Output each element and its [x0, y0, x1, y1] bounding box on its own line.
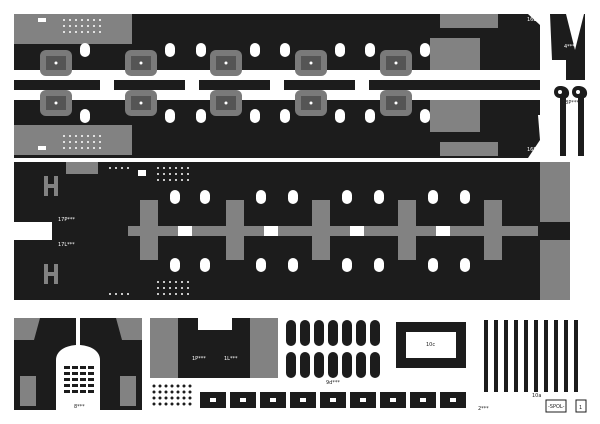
label-1l: 1L*** [62, 356, 76, 362]
label-1p-b: 1P*** [192, 356, 206, 362]
windows-top-part [80, 43, 430, 123]
part-9-seat-backs [286, 320, 380, 378]
label-17p: 17P*** [58, 217, 75, 223]
label-18p: 18P*** [562, 100, 579, 106]
part-10a-bars [484, 320, 578, 392]
seat-pods-lower [40, 90, 412, 116]
label-17l: 17L*** [58, 242, 75, 248]
part-4-strap [550, 14, 588, 156]
label-4: 4*** [564, 44, 575, 50]
seat-pods-upper [40, 50, 412, 76]
page-number: 1 [579, 405, 582, 411]
label-10a: 10a [532, 393, 541, 399]
label-16p: 16P*** [527, 147, 544, 153]
label-1l-b: 1L*** [224, 356, 238, 362]
part-10c-panel [396, 322, 466, 368]
label-9: 9d*** [326, 380, 340, 386]
label-2: 2*** [478, 406, 489, 412]
brand-logo: -SPOL- [545, 399, 567, 413]
dot-grid-small [152, 384, 192, 406]
part-1-frame [150, 318, 278, 378]
page-number-box: 1 [575, 399, 587, 413]
label-16l: 16L*** [527, 17, 544, 23]
part-8-wall [14, 318, 142, 410]
label-1p: 1P*** [83, 356, 97, 362]
label-8: 8*** [74, 404, 85, 410]
brand-text: -SPOL- [548, 404, 565, 410]
label-10c: 10c [426, 342, 435, 348]
part-17-floor [14, 162, 570, 300]
